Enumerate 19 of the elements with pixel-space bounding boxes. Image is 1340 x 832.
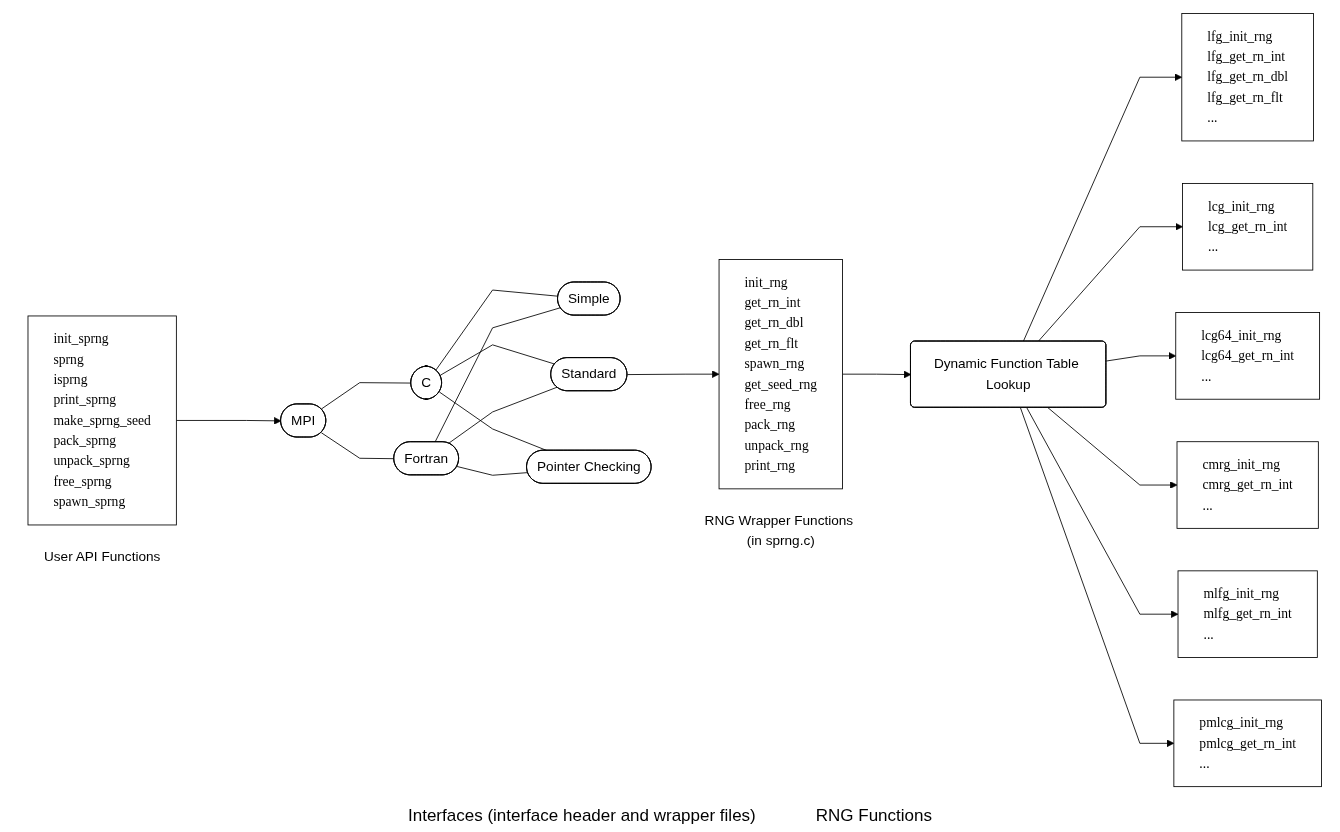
node-box: init_sprng sprng isprng print_sprng make_sprng_seed pack_sprng unpack_sprng free_sprng spawn_sprng <box>27 315 177 526</box>
connector <box>320 432 395 460</box>
section-caption: Interfaces (interface header and wrapper files) <box>408 806 756 826</box>
node-label: RNG Wrapper Functions (in sprng.c) <box>704 512 854 548</box>
section-caption: RNG Functions <box>815 806 932 826</box>
connector <box>448 386 558 444</box>
node-box: mlfg_init_rng mlfg_get_rn_int ... <box>1177 570 1318 658</box>
connector <box>434 307 561 443</box>
connector <box>456 466 529 476</box>
connector <box>435 289 559 371</box>
node-box: lcg_init_rng lcg_get_rn_int ... <box>1182 182 1314 271</box>
node-label: User API Functions <box>44 548 161 564</box>
node-box: lcg64_init_rng lcg64_get_rn_int ... <box>1175 312 1321 400</box>
node-box: lfg_init_rng lfg_get_rn_int lfg_get_rn_dbl lfg_get_rn_flt ... <box>1181 13 1314 142</box>
connector <box>439 344 556 376</box>
node-box: pmlcg_init_rng pmlcg_get_rn_int ... <box>1173 699 1322 787</box>
node-box: init_rng get_rn_int get_rn_dbl get_rn_flt spawn_rng get_seed_rng free_rng pack_rng unpack_rng print_rng <box>718 258 843 490</box>
connector <box>320 382 412 410</box>
node-box: cmrg_init_rng cmrg_get_rn_int ... <box>1176 441 1319 529</box>
